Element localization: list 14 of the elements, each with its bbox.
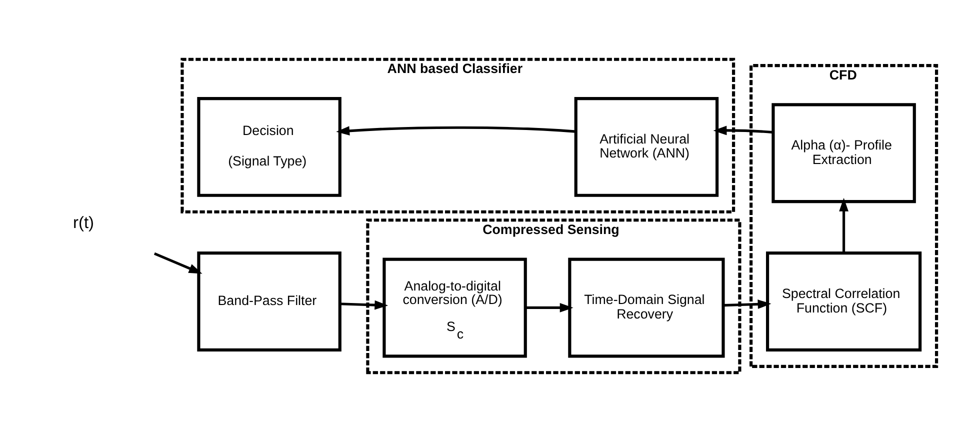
node-box: Spectral Correlation Function (SCF): [766, 251, 922, 351]
arrow: [526, 302, 574, 312]
node-box: Band-Pass Filter: [197, 251, 342, 351]
arrow: [723, 299, 772, 308]
arrow: [713, 125, 774, 135]
arrow: [340, 300, 388, 310]
node-box: Decision (Signal Type): [197, 96, 342, 196]
node-box: Time-Domain Signal Recovery: [568, 257, 725, 358]
node-box: Alpha (α)- Profile Extraction: [772, 102, 916, 203]
node-box: Artificial Neural Network (ANN): [574, 96, 719, 196]
node-text: r(t): [72, 214, 94, 232]
arrow: [839, 197, 848, 252]
arrow: [154, 252, 202, 274]
arrow: [336, 126, 576, 136]
